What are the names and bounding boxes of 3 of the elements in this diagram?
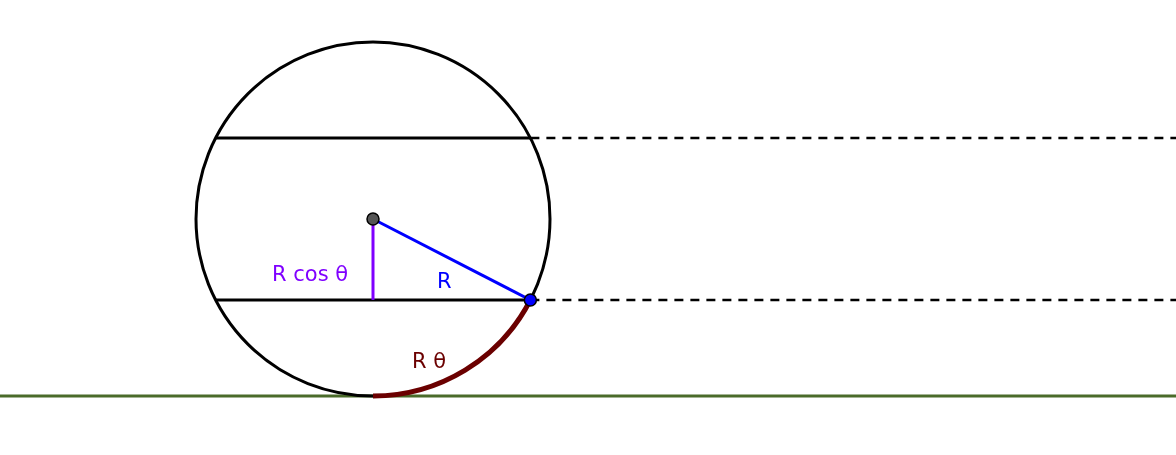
measure-label: R θ <box>412 351 447 372</box>
measure-label: R <box>437 271 452 292</box>
measure-label: R cos θ <box>272 264 349 285</box>
